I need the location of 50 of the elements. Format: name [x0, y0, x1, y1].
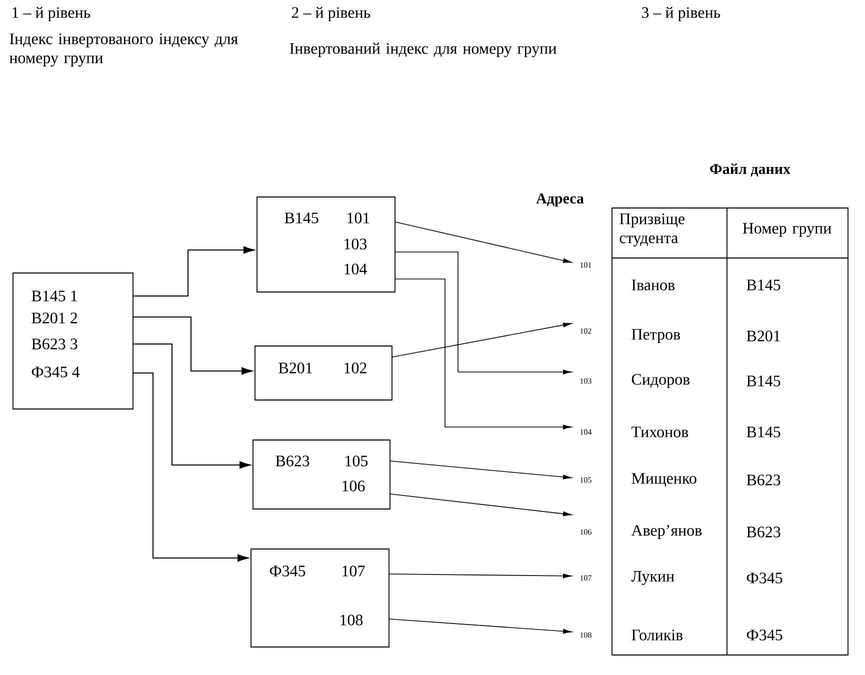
- index-box: В145 101 103 104: [256, 196, 396, 292]
- arrow: [132, 372, 249, 562]
- column-title: Адреса: [536, 193, 584, 207]
- group-number: Ф345: [746, 630, 782, 640]
- group-number: В201: [746, 330, 780, 342]
- group-number: Ф345: [746, 572, 782, 584]
- column-header: Призвіще студента: [620, 214, 684, 247]
- address-label: 101: [580, 262, 592, 268]
- index-box: В623 105 106: [252, 440, 390, 510]
- arrow: [132, 344, 251, 469]
- level-description: Індекс інвертованого індексу для номеру групи: [9, 33, 238, 67]
- arrow: [395, 222, 572, 263]
- address-label: 105: [580, 477, 592, 483]
- index-box: Ф345 107 108: [250, 548, 390, 648]
- arrow: [132, 316, 253, 375]
- column-header: Номер групи: [742, 223, 832, 237]
- arrow: [390, 494, 572, 516]
- student-surname: Тихонов: [632, 426, 688, 438]
- student-surname: Лукин: [631, 571, 674, 585]
- arrow: [132, 246, 255, 296]
- arrow: [392, 322, 572, 358]
- address-label: 108: [580, 632, 592, 638]
- group-number: В145: [746, 280, 780, 290]
- arrow: [389, 574, 572, 578]
- group-number: В145: [746, 376, 780, 386]
- student-surname: Голиків: [632, 630, 683, 640]
- group-number: В623: [746, 526, 780, 538]
- level-heading: 2 – й рівень: [292, 6, 370, 22]
- arrow: [390, 460, 572, 480]
- address-label: 104: [580, 429, 592, 435]
- level-heading: 3 – й рівень: [642, 6, 720, 22]
- student-surname: Сидоров: [632, 374, 690, 388]
- address-label: 103: [580, 378, 592, 384]
- student-surname: Іванов: [632, 280, 675, 290]
- arrow: [389, 618, 572, 634]
- address-label: 102: [580, 328, 592, 334]
- group-number: В145: [746, 426, 780, 438]
- student-surname: Авер’янов: [631, 525, 702, 540]
- arrow: [395, 252, 572, 374]
- student-surname: Петров: [632, 329, 680, 343]
- student-surname: Мищенко: [632, 473, 696, 487]
- index-box: В145 1 В201 2 В623 3 Ф345 4: [12, 272, 134, 410]
- table-title: Файл даних: [710, 164, 790, 176]
- level-heading: 1 – й рівень: [12, 6, 90, 22]
- level-description: Інвертований індекс для номеру групи: [290, 42, 556, 58]
- arrow: [395, 278, 572, 430]
- group-number: В623: [746, 474, 780, 486]
- address-label: 107: [580, 575, 592, 581]
- address-label: 106: [580, 529, 592, 535]
- index-box: В201 102: [254, 346, 392, 400]
